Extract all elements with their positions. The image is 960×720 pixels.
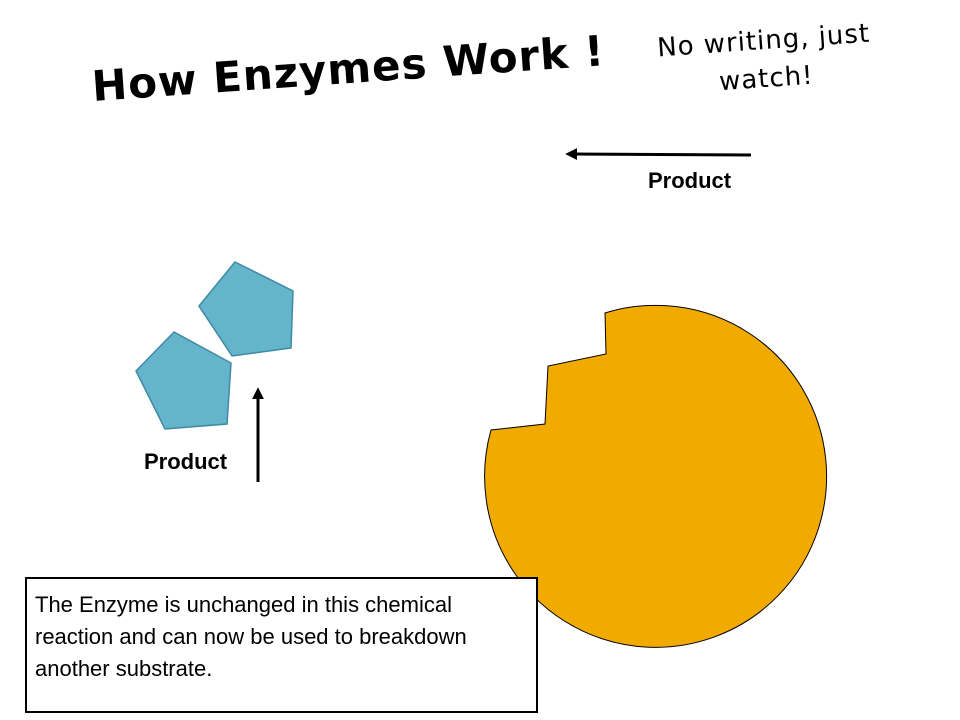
product-pentagon — [135, 331, 232, 430]
enzyme — [484, 304, 828, 648]
product-label-bottom: Product — [144, 449, 228, 474]
explanation-text: The Enzyme is unchanged in this chemical… — [35, 592, 467, 681]
arrow-left — [565, 148, 752, 161]
explanation-box: The Enzyme is unchanged in this chemical… — [25, 577, 538, 713]
product-label-top: Product — [648, 168, 732, 193]
product-pentagon — [198, 261, 294, 357]
